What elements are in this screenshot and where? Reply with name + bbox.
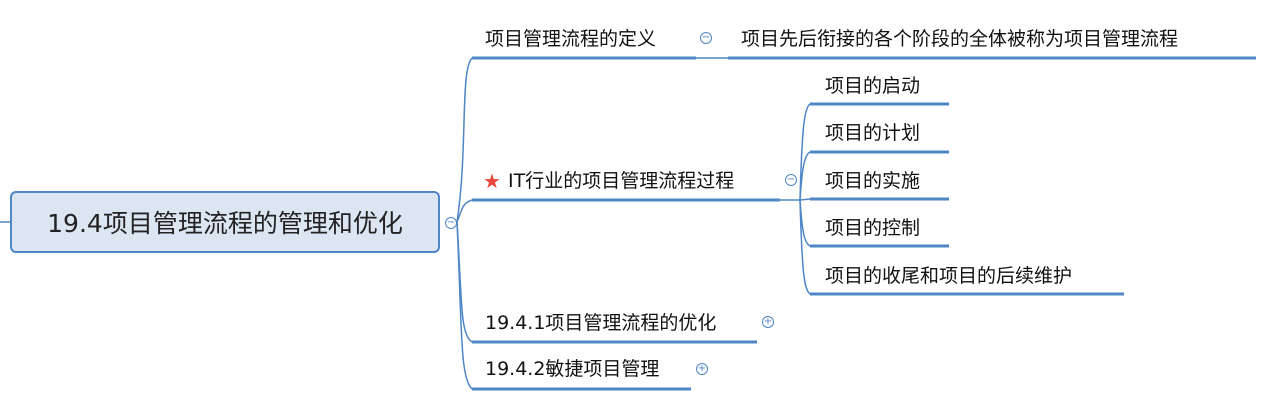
connector-branch-1 xyxy=(456,57,473,223)
branch-optimization[interactable]: 19.4.1项目管理流程的优化 xyxy=(485,311,716,335)
stage-item-label: 项目的实施 xyxy=(825,170,921,192)
stage-item-label: 项目的收尾和项目的后续维护 xyxy=(825,265,1073,287)
stage-item[interactable]: 项目的控制 xyxy=(825,216,920,240)
branch-it-process-label: IT行业的项目管理流程过程 xyxy=(508,170,735,192)
connector-branch-4 xyxy=(456,221,473,390)
collapse-definition-icon[interactable]: − xyxy=(700,32,712,44)
stage-item[interactable]: 项目的收尾和项目的后续维护 xyxy=(825,264,1072,288)
expand-optimization-icon[interactable]: + xyxy=(762,316,774,328)
connector-stage-1 xyxy=(799,103,811,201)
branch-agile[interactable]: 19.4.2敏捷项目管理 xyxy=(485,357,659,381)
stage-item-label: 项目的启动 xyxy=(825,75,921,97)
stage-item[interactable]: 项目的实施 xyxy=(825,169,920,193)
definition-detail-label: 项目先后衔接的各个阶段的全体被称为项目管理流程 xyxy=(741,28,1179,50)
collapse-it-process-icon[interactable]: − xyxy=(785,174,797,186)
stage-item-label: 项目的控制 xyxy=(825,217,921,239)
connector-stage-2 xyxy=(799,151,811,201)
stage-item[interactable]: 项目的启动 xyxy=(825,74,920,98)
collapse-root-icon[interactable]: − xyxy=(445,217,457,229)
stage-item-label: 项目的计划 xyxy=(825,122,921,144)
root-topic[interactable]: 19.4项目管理流程的管理和优化 xyxy=(10,191,440,253)
connector-stage-3 xyxy=(799,198,811,201)
expand-agile-icon[interactable]: + xyxy=(696,363,708,375)
stage-item[interactable]: 项目的计划 xyxy=(825,121,920,145)
definition-detail[interactable]: 项目先后衔接的各个阶段的全体被称为项目管理流程 xyxy=(741,27,1178,51)
branch-definition[interactable]: 项目管理流程的定义 xyxy=(485,27,656,51)
star-icon: ★ xyxy=(483,169,501,193)
connector-branch-2 xyxy=(456,199,473,223)
branch-it-process[interactable]: IT行业的项目管理流程过程 xyxy=(508,169,734,193)
branch-definition-label: 项目管理流程的定义 xyxy=(485,28,657,50)
connector-stage-5 xyxy=(799,199,811,295)
root-topic-label: 19.4项目管理流程的管理和优化 xyxy=(47,209,403,238)
branch-optimization-label: 19.4.1项目管理流程的优化 xyxy=(485,312,717,334)
branch-agile-label: 19.4.2敏捷项目管理 xyxy=(485,358,660,380)
